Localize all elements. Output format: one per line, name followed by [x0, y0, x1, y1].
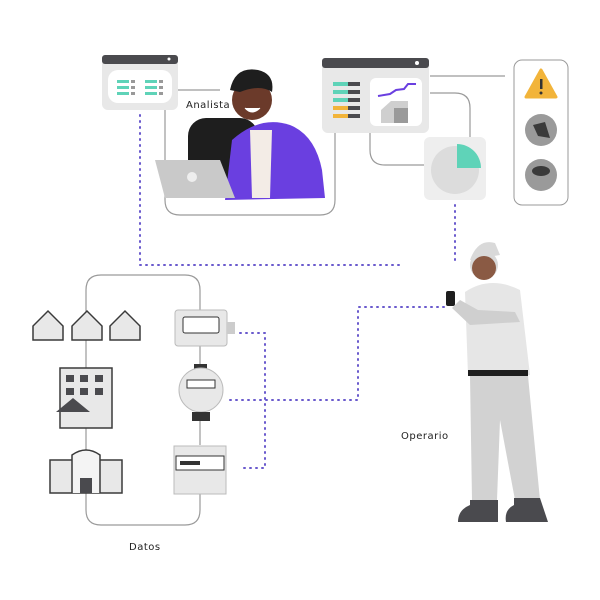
- operator-label: Operario: [401, 431, 449, 442]
- gas-meter-icon: [174, 309, 235, 347]
- analyst-figure: [155, 69, 325, 200]
- houses: [32, 309, 141, 341]
- analyst-label: Analista: [186, 100, 231, 111]
- smartphone-icon: [446, 291, 455, 306]
- shopping-mall-icon: [49, 449, 123, 494]
- jacket: [465, 282, 530, 375]
- dotted-data-lines: [139, 114, 456, 469]
- connector-data-top: [85, 274, 201, 340]
- dotted-line-meters: [239, 332, 266, 469]
- water-meter-icon: [178, 364, 224, 421]
- data-label: Datos: [129, 542, 161, 553]
- table-icon: [117, 80, 157, 95]
- apartment-building-icon: [56, 367, 113, 429]
- hair: [230, 69, 273, 92]
- laptop-logo: [187, 172, 197, 182]
- boot-right: [505, 498, 548, 522]
- dotted-line-operator: [229, 306, 446, 401]
- dotted-line-analyst: [139, 114, 401, 266]
- house-icon: [32, 309, 64, 341]
- warning-icon: [524, 68, 558, 99]
- electric-meter-icon: [173, 445, 227, 495]
- house-icon: [109, 309, 141, 341]
- operator-figure: [446, 242, 548, 522]
- arm: [452, 300, 520, 325]
- connector-pie2: [430, 92, 471, 140]
- pie-chart-card: [424, 137, 486, 200]
- connector-pie: [369, 133, 425, 166]
- alerts-panel: [513, 59, 569, 206]
- head: [472, 256, 496, 280]
- trousers: [470, 376, 540, 500]
- connector-lines: [85, 75, 505, 526]
- jacket: [225, 122, 325, 200]
- dashboard-window: [322, 58, 429, 133]
- house-icon: [381, 101, 408, 123]
- connector-analyst: [164, 110, 336, 216]
- connector-data-bottom: [85, 340, 201, 526]
- table-window: [102, 55, 178, 110]
- house-icon: [71, 309, 103, 341]
- status-list: [333, 82, 360, 118]
- line-chart-icon: [377, 83, 416, 97]
- boot-left: [458, 500, 498, 522]
